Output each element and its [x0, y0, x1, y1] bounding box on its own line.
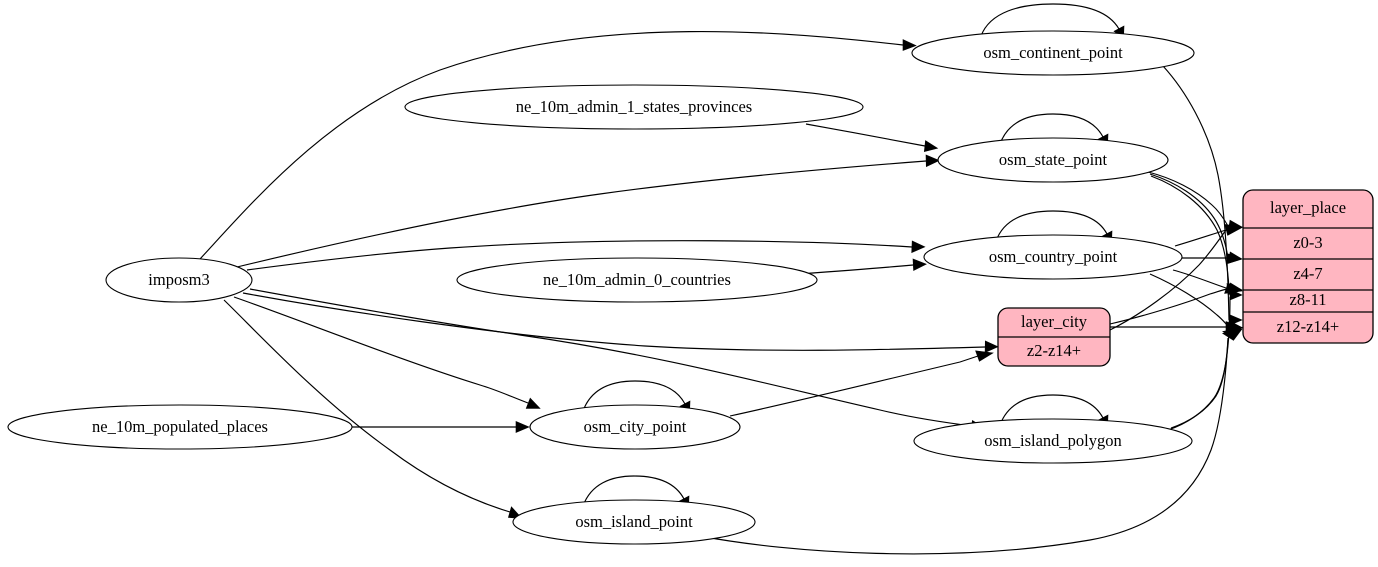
edge-ne_10m_admin_1_states_provinces-to-osm_state_point	[805, 123, 926, 147]
node-label: osm_island_point	[575, 512, 693, 531]
edge-osm_city_point-to-layer_city	[729, 355, 979, 417]
layer_place-row-z8-11[interactable]: z8-11	[1290, 290, 1327, 309]
arrowhead	[1221, 328, 1243, 341]
edge-layer_city-to-layer_place-z8-11	[1109, 288, 1228, 325]
self-loop-osm_island_polygon	[999, 394, 1104, 426]
layer_place-row-z0-3[interactable]: z0-3	[1293, 233, 1322, 252]
node-osm_country_point[interactable]: osm_country_point	[923, 234, 1183, 280]
node-shape	[105, 257, 253, 303]
node-imposm3[interactable]: imposm3	[105, 257, 253, 303]
self-loop-osm_island_point	[582, 475, 685, 507]
edge-osm_country_point-to-layer_place-z8-11	[1172, 269, 1227, 289]
node-shape	[456, 257, 818, 303]
arrowhead	[515, 421, 530, 433]
node-label: osm_island_polygon	[984, 431, 1122, 450]
node-layer: imposm3 ne_10m_populated_places ne_10m_a…	[7, 30, 1195, 545]
edge-osm_country_point-to-layer_place-z0-3	[1174, 229, 1227, 247]
node-shape	[404, 84, 864, 130]
node-label: osm_continent_point	[983, 43, 1123, 62]
arrowhead	[1229, 289, 1243, 301]
edge-osm_country_point-to-layer_place-z12	[1149, 273, 1230, 328]
node-osm_island_polygon[interactable]: osm_island_polygon	[913, 418, 1193, 464]
layer_city-row-z2-z14plus[interactable]: z2-z14+	[1027, 341, 1081, 360]
edge-imposm3-to-layer_city	[242, 292, 986, 351]
edge-ne_10m_admin_0_countries-to-osm_country_point	[798, 264, 914, 275]
arrowhead	[923, 140, 939, 152]
self-loop-osm_country_point	[995, 210, 1108, 242]
node-ne_10m_populated_places[interactable]: ne_10m_populated_places	[7, 404, 353, 450]
self-loop-osm_city_point	[582, 380, 686, 412]
layer_place-title: layer_place	[1270, 198, 1346, 217]
node-ne_10m_admin_0_countries[interactable]: ne_10m_admin_0_countries	[456, 257, 818, 303]
arrowhead	[925, 154, 940, 168]
self-loop-osm_continent_point	[980, 3, 1120, 37]
node-label: imposm3	[148, 270, 209, 289]
node-label: ne_10m_admin_0_countries	[543, 270, 731, 289]
node-shape	[913, 418, 1193, 464]
edge-osm_state_point-to-layer_place-z8-11	[1150, 175, 1230, 290]
node-label: ne_10m_populated_places	[92, 417, 268, 436]
edge-imposm3-to-osm_city_point	[233, 296, 529, 404]
edge-imposm3-to-osm_country_point	[246, 240, 913, 271]
layer_place-row-z12-z14plus[interactable]: z12-z14+	[1277, 317, 1339, 336]
edge-osm_state_point-to-layer_place-z4-7	[1149, 173, 1229, 259]
node-label: osm_city_point	[584, 417, 687, 436]
record-node-layer_city[interactable]: layer_city z2-z14+	[997, 307, 1111, 367]
arrowhead	[1224, 224, 1243, 236]
edge-imposm3-to-osm_continent_point	[199, 31, 904, 260]
node-osm_continent_point[interactable]: osm_continent_point	[911, 30, 1195, 76]
arrowhead	[1226, 253, 1243, 264]
edge-imposm3-to-osm_island_point	[223, 299, 511, 513]
node-shape	[923, 234, 1183, 280]
node-osm_state_point[interactable]: osm_state_point	[937, 137, 1169, 183]
arrowhead	[975, 350, 994, 362]
node-ne_10m_admin_1_states_provinces[interactable]: ne_10m_admin_1_states_provinces	[404, 84, 864, 130]
self-loop-osm_state_point	[999, 113, 1104, 145]
arrowhead	[911, 240, 926, 254]
arrowhead	[984, 340, 999, 353]
node-shape	[911, 30, 1195, 76]
node-shape	[937, 137, 1169, 183]
edge-layer	[199, 3, 1243, 555]
edge-layer_city-to-layer_place-z0-3	[1109, 229, 1227, 331]
layer_place-row-z4-7[interactable]: z4-7	[1293, 264, 1322, 283]
node-label: ne_10m_admin_1_states_provinces	[516, 97, 752, 116]
record-node-layer_place[interactable]: layer_place z0-3 z4-7 z8-11 z12-z14+	[1242, 189, 1374, 344]
arrowhead	[912, 258, 927, 271]
edge-osm_state_point-to-layer_place-z0-3	[1147, 171, 1229, 227]
arrowhead	[525, 397, 541, 409]
edge-osm_island_point-to-layer_place-z12	[699, 339, 1229, 555]
node-osm_island_point[interactable]: osm_island_point	[512, 499, 756, 545]
node-shape	[529, 404, 741, 450]
node-shape	[512, 499, 756, 545]
edge-imposm3-to-osm_state_point	[236, 160, 927, 268]
node-label: osm_country_point	[989, 247, 1118, 266]
layer_city-title: layer_city	[1021, 312, 1088, 331]
node-osm_city_point[interactable]: osm_city_point	[529, 404, 741, 450]
node-label: osm_state_point	[999, 150, 1108, 169]
node-shape	[7, 404, 353, 450]
edge-imposm3-to-osm_island_polygon	[249, 288, 973, 427]
arrowhead	[902, 39, 917, 51]
